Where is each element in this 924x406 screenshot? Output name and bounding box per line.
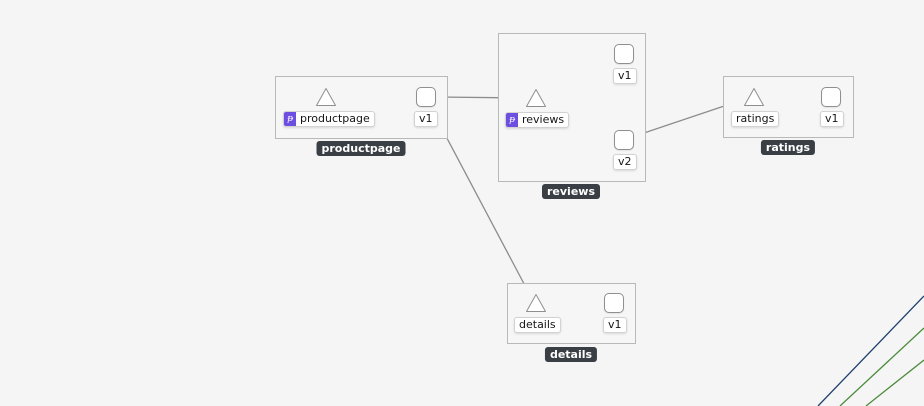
group-label-productpage[interactable]: productpage [316, 141, 406, 156]
service-label-reviews[interactable]: ᵽ reviews [505, 112, 570, 128]
group-label-details[interactable]: details [544, 347, 598, 362]
square-workload-icon[interactable] [604, 293, 624, 313]
workload-version: v1 [608, 318, 622, 331]
service-label-productpage[interactable]: ᵽ productpage [283, 111, 375, 127]
group-label-ratings[interactable]: ratings [760, 140, 816, 155]
service-name: reviews [522, 113, 565, 126]
service-name: ratings [736, 112, 775, 125]
square-workload-icon[interactable] [416, 87, 436, 107]
service-name: productpage [300, 112, 370, 125]
workload-version: v1 [419, 112, 433, 125]
triangle-service-icon[interactable] [525, 88, 547, 108]
workload-version: v1 [825, 112, 839, 125]
square-workload-icon[interactable] [821, 87, 841, 107]
group-productpage[interactable] [275, 76, 448, 139]
triangle-service-icon[interactable] [525, 293, 547, 313]
group-ratings[interactable] [723, 76, 854, 138]
workload-label-details-v1[interactable]: v1 [603, 317, 627, 333]
workload-label-reviews-v1[interactable]: v1 [613, 68, 637, 84]
workload-version: v2 [618, 155, 632, 168]
corner-line-green-1 [839, 327, 924, 406]
workload-label-reviews-v2[interactable]: v2 [613, 154, 637, 170]
service-label-details[interactable]: details [514, 317, 561, 333]
triangle-service-icon[interactable] [315, 87, 337, 107]
corner-line-green-2 [865, 359, 924, 406]
corner-line-blue [817, 295, 924, 406]
workload-version: v1 [618, 69, 632, 82]
workload-label-productpage-v1[interactable]: v1 [414, 111, 438, 127]
service-label-ratings[interactable]: ratings [731, 111, 780, 127]
group-label-reviews[interactable]: reviews [542, 184, 600, 199]
istio-sidecar-icon: ᵽ [284, 112, 296, 126]
workload-label-ratings-v1[interactable]: v1 [820, 111, 844, 127]
istio-sidecar-icon: ᵽ [506, 113, 518, 127]
triangle-service-icon[interactable] [743, 87, 765, 107]
service-name: details [519, 318, 556, 331]
square-workload-icon[interactable] [614, 44, 634, 64]
square-workload-icon[interactable] [614, 130, 634, 150]
